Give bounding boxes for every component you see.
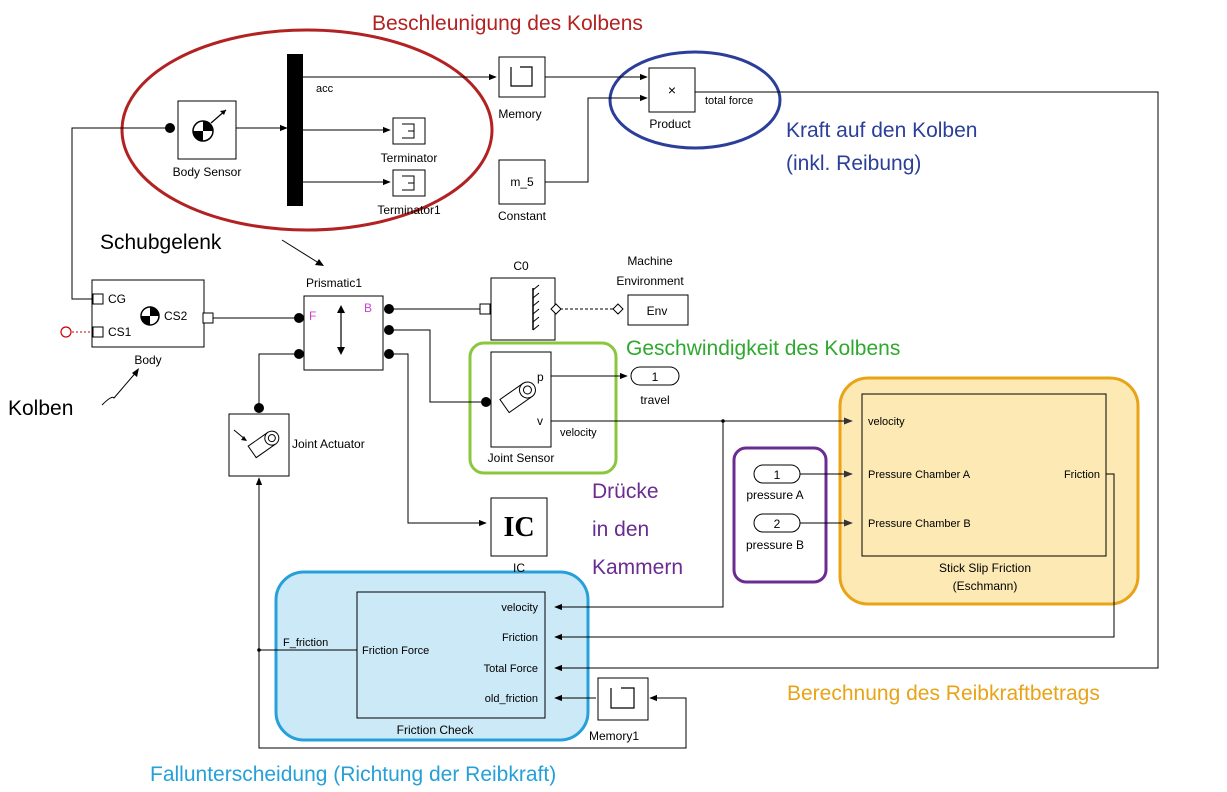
body-port-cg: CG xyxy=(108,292,126,306)
outport-travel[interactable]: 1 xyxy=(630,366,680,386)
memory1-block[interactable] xyxy=(597,677,649,721)
fc-port-total-force: Total Force xyxy=(484,663,538,675)
prismatic-port-f: F xyxy=(309,309,316,323)
body-sensor-block[interactable] xyxy=(177,100,237,160)
annotation-berechnung: Berechnung des Reibkraftbetrags xyxy=(787,682,1100,705)
highlight-acceleration-ellipse xyxy=(120,28,494,232)
ssf-port-velocity: velocity xyxy=(868,416,905,428)
body-sensor-label: Body Sensor xyxy=(173,165,242,179)
body-port-cs2: CS2 xyxy=(164,309,188,323)
total-force-label: total force xyxy=(705,95,753,107)
body-label: Body xyxy=(134,353,161,367)
body-block[interactable] xyxy=(91,279,214,348)
body-port-cs1: CS1 xyxy=(108,325,132,339)
fc-port-friction-force: Friction Force xyxy=(362,645,429,657)
machine-env-label-1: Machine xyxy=(627,254,673,268)
ic-label: IC xyxy=(513,561,525,575)
joint-sensor-port-p: p xyxy=(537,370,544,384)
c0-block[interactable] xyxy=(479,277,562,341)
joint-actuator-label: Joint Actuator xyxy=(292,437,365,451)
highlight-velocity-box xyxy=(468,341,618,475)
prismatic-port-b: B xyxy=(364,301,372,315)
friction-check-label: Friction Check xyxy=(397,723,475,737)
annotation-druecke-2: in den xyxy=(592,518,649,541)
annotation-fallunterscheidung: Fallunterscheidung (Richtung der Reibkra… xyxy=(150,763,556,786)
annotation-kraft-1: Kraft auf den Kolben xyxy=(786,119,977,142)
annotation-kraft-2: (inkl. Reibung) xyxy=(786,152,921,175)
product-block[interactable]: × xyxy=(648,67,696,113)
ic-symbol: IC xyxy=(503,512,534,543)
env-block[interactable]: Env xyxy=(612,294,689,326)
inport-pressure-b-label: pressure B xyxy=(746,538,804,552)
fc-port-friction: Friction xyxy=(502,632,538,644)
annotation-beschleunigung: Beschleunigung des Kolbens xyxy=(372,12,643,35)
prismatic-block[interactable] xyxy=(303,295,384,371)
terminator1-block[interactable] xyxy=(392,169,426,197)
memory-label: Memory xyxy=(498,107,541,121)
inport-pressure-b[interactable]: 2 xyxy=(753,513,801,533)
f-friction-signal-label: F_friction xyxy=(283,637,328,649)
ssf-port-friction: Friction xyxy=(1064,469,1100,481)
constant-label: Constant xyxy=(498,209,547,223)
kolben-arrow xyxy=(101,369,139,406)
annotation-druecke-1: Drücke xyxy=(592,480,659,503)
terminator1-label: Terminator1 xyxy=(377,203,441,217)
c0-label: C0 xyxy=(513,259,529,273)
fc-port-velocity: velocity xyxy=(501,602,538,614)
annotation-schubgelenk: Schubgelenk xyxy=(100,231,222,254)
env-text: Env xyxy=(647,304,668,318)
product-label: Product xyxy=(649,117,691,131)
annotation-geschwindigkeit: Geschwindigkeit des Kolbens xyxy=(626,337,900,360)
highlight-force-ellipse xyxy=(608,50,782,150)
mux-block[interactable] xyxy=(287,54,303,206)
memory1-label: Memory1 xyxy=(589,729,639,743)
inport-pressure-a-num: 1 xyxy=(774,468,781,482)
terminator-label: Terminator xyxy=(381,151,438,165)
velocity-signal-label: velocity xyxy=(560,427,597,439)
joint-sensor-label: Joint Sensor xyxy=(488,451,555,465)
schubgelenk-arrow xyxy=(281,239,323,266)
constant-block[interactable]: m_5 xyxy=(498,159,546,205)
inport-pressure-a[interactable]: 1 xyxy=(753,464,801,484)
joint-sensor-port-v: v xyxy=(537,414,543,428)
highlight-pressure-box xyxy=(732,446,828,584)
memory-block[interactable] xyxy=(498,56,546,98)
outport-travel-label: travel xyxy=(640,393,669,407)
product-symbol: × xyxy=(668,82,676,98)
ssf-label-1: Stick Slip Friction xyxy=(939,561,1031,575)
outport-travel-num: 1 xyxy=(652,370,659,384)
terminator-block[interactable] xyxy=(392,117,426,145)
ssf-label-2: (Eschmann) xyxy=(953,579,1018,593)
friction-check-block[interactable] xyxy=(356,591,546,719)
joint-sensor-block[interactable] xyxy=(490,351,552,448)
highlight-friction-calc-box xyxy=(838,376,1140,606)
annotation-kolben: Kolben xyxy=(8,397,73,420)
ic-block[interactable]: IC xyxy=(490,497,548,557)
stick-slip-friction-block[interactable] xyxy=(861,393,1107,557)
machine-env-label-2: Environment xyxy=(616,274,684,288)
inport-pressure-b-num: 2 xyxy=(774,517,781,531)
fc-port-old-friction: old_friction xyxy=(485,693,538,705)
highlight-friction-check-box xyxy=(274,570,590,742)
annotation-druecke-3: Kammern xyxy=(592,556,683,579)
wires xyxy=(60,73,1159,749)
constant-value: m_5 xyxy=(510,175,534,189)
joint-actuator-block[interactable] xyxy=(228,413,290,477)
prismatic-label: Prismatic1 xyxy=(306,276,362,290)
mux-acc-label: acc xyxy=(316,83,334,95)
ssf-port-pressure-b: Pressure Chamber B xyxy=(868,518,971,530)
inport-pressure-a-label: pressure A xyxy=(746,488,803,502)
ssf-port-pressure-a: Pressure Chamber A xyxy=(868,469,971,481)
